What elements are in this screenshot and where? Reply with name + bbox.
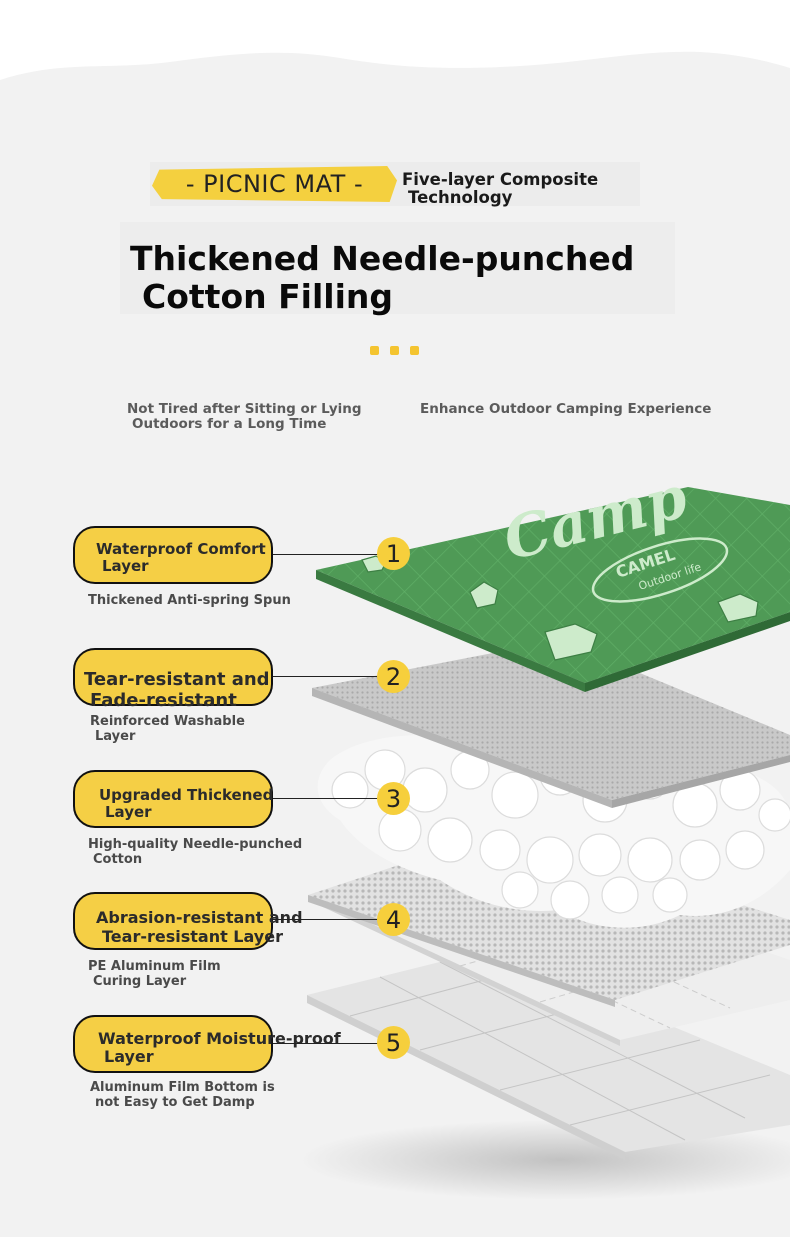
mat-layers-illustration: Camp CAMEL Outdoor life (300, 470, 790, 1200)
layer-2-title-line1: Tear-resistant and (84, 669, 270, 690)
layer-2-desc-line1: Reinforced Washable (90, 714, 245, 729)
layer-3-title-line2: Layer (105, 803, 152, 821)
layer-2-leader-line (273, 676, 379, 677)
feature-comfort-line2: Outdoors for a Long Time (132, 416, 327, 432)
layer-3-desc-line2: Cotton (93, 852, 143, 867)
layer-1-title-line2: Layer (102, 557, 149, 575)
feature-camping-line1: Enhance Outdoor Camping Experience (420, 401, 712, 417)
page-headline: Thickened Needle-punched Cotton Filling (130, 240, 690, 316)
top-wave (0, 51, 790, 130)
layer-2-pill (73, 648, 273, 706)
layer-3-title-line1: Upgraded Thickened (99, 786, 274, 804)
mat-brand-badge (591, 537, 729, 603)
layer-5-leader-line (273, 1043, 379, 1044)
layer-3-title: Upgraded Thickened Layer (99, 787, 273, 821)
headline-line2: Cotton Filling (142, 277, 393, 316)
layer-1-green-top (316, 487, 790, 692)
layer-2-washable-mesh (312, 640, 790, 808)
layer-2-desc-line2: Layer (95, 729, 136, 744)
layer-1-leader-line (273, 554, 379, 555)
layer-1-desc-line1: Thickened Anti-spring Spun (88, 593, 291, 608)
layer-5-title-line1: Waterproof Moisture-proof (98, 1029, 341, 1048)
feature-comfort-line1: Not Tired after Sitting or Lying (127, 401, 362, 417)
layer-4-leader-line (273, 919, 379, 920)
layer-4-pill (73, 892, 273, 950)
headline-line1: Thickened Needle-punched (130, 239, 635, 278)
layer-5-title-line2: Layer (104, 1047, 154, 1066)
layer-4-title-line1: Abrasion-resistant and (96, 908, 303, 927)
layer-4-number-badge: 4 (377, 903, 410, 936)
layer-5-pill (73, 1015, 273, 1073)
layer-5-desc-line2: not Easy to Get Damp (95, 1095, 255, 1110)
layer-4-description: PE Aluminum Film Curing Layer (88, 959, 221, 989)
layer-5-desc-line1: Aluminum Film Bottom is (90, 1080, 275, 1095)
layer-4-desc-line2: Curing Layer (93, 974, 187, 989)
tag-subtitle-line2: Technology (408, 188, 513, 207)
layer-4-title: Abrasion-resistant and Tear-resistant La… (96, 908, 303, 946)
layer-5-number-badge: 5 (377, 1026, 410, 1059)
layer-3-desc-line1: High-quality Needle-punched (88, 837, 303, 852)
picnic-mat-tag: - PICNIC MAT - (152, 166, 397, 202)
layer-2-description: Reinforced Washable Layer (90, 714, 245, 744)
layer-4-desc-line1: PE Aluminum Film (88, 959, 221, 974)
layer-1-pill (73, 526, 273, 584)
layer-5-description: Aluminum Film Bottom is not Easy to Get … (90, 1080, 275, 1110)
layer-3-pill (73, 770, 273, 828)
layer-1-description: Thickened Anti-spring Spun (88, 593, 291, 608)
feature-camping: Enhance Outdoor Camping Experience (420, 402, 711, 417)
layer-1-title: Waterproof Comfort Layer (96, 541, 266, 575)
layer-3-description: High-quality Needle-punched Cotton (88, 837, 302, 867)
layer-2-title-line2: Fade-resistant (90, 690, 237, 711)
tag-subtitle-line1: Five-layer Composite (402, 170, 599, 189)
decorative-dots (370, 346, 419, 355)
layer-5-title: Waterproof Moisture-proof Layer (98, 1030, 341, 1066)
tag-subtitle: Five-layer Composite Technology (402, 171, 632, 207)
layer-3-number-badge: 3 (377, 782, 410, 815)
layer-1-title-line1: Waterproof Comfort (96, 540, 266, 558)
layer-2-title: Tear-resistant and Fade-resistant (84, 669, 270, 711)
layer-4-title-line2: Tear-resistant Layer (102, 927, 283, 946)
layer-3-leader-line (273, 798, 379, 799)
layer-2-number-badge: 2 (377, 660, 410, 693)
feature-comfort: Not Tired after Sitting or Lying Outdoor… (127, 402, 362, 432)
headline-background (120, 222, 675, 314)
layer-1-number-badge: 1 (377, 537, 410, 570)
